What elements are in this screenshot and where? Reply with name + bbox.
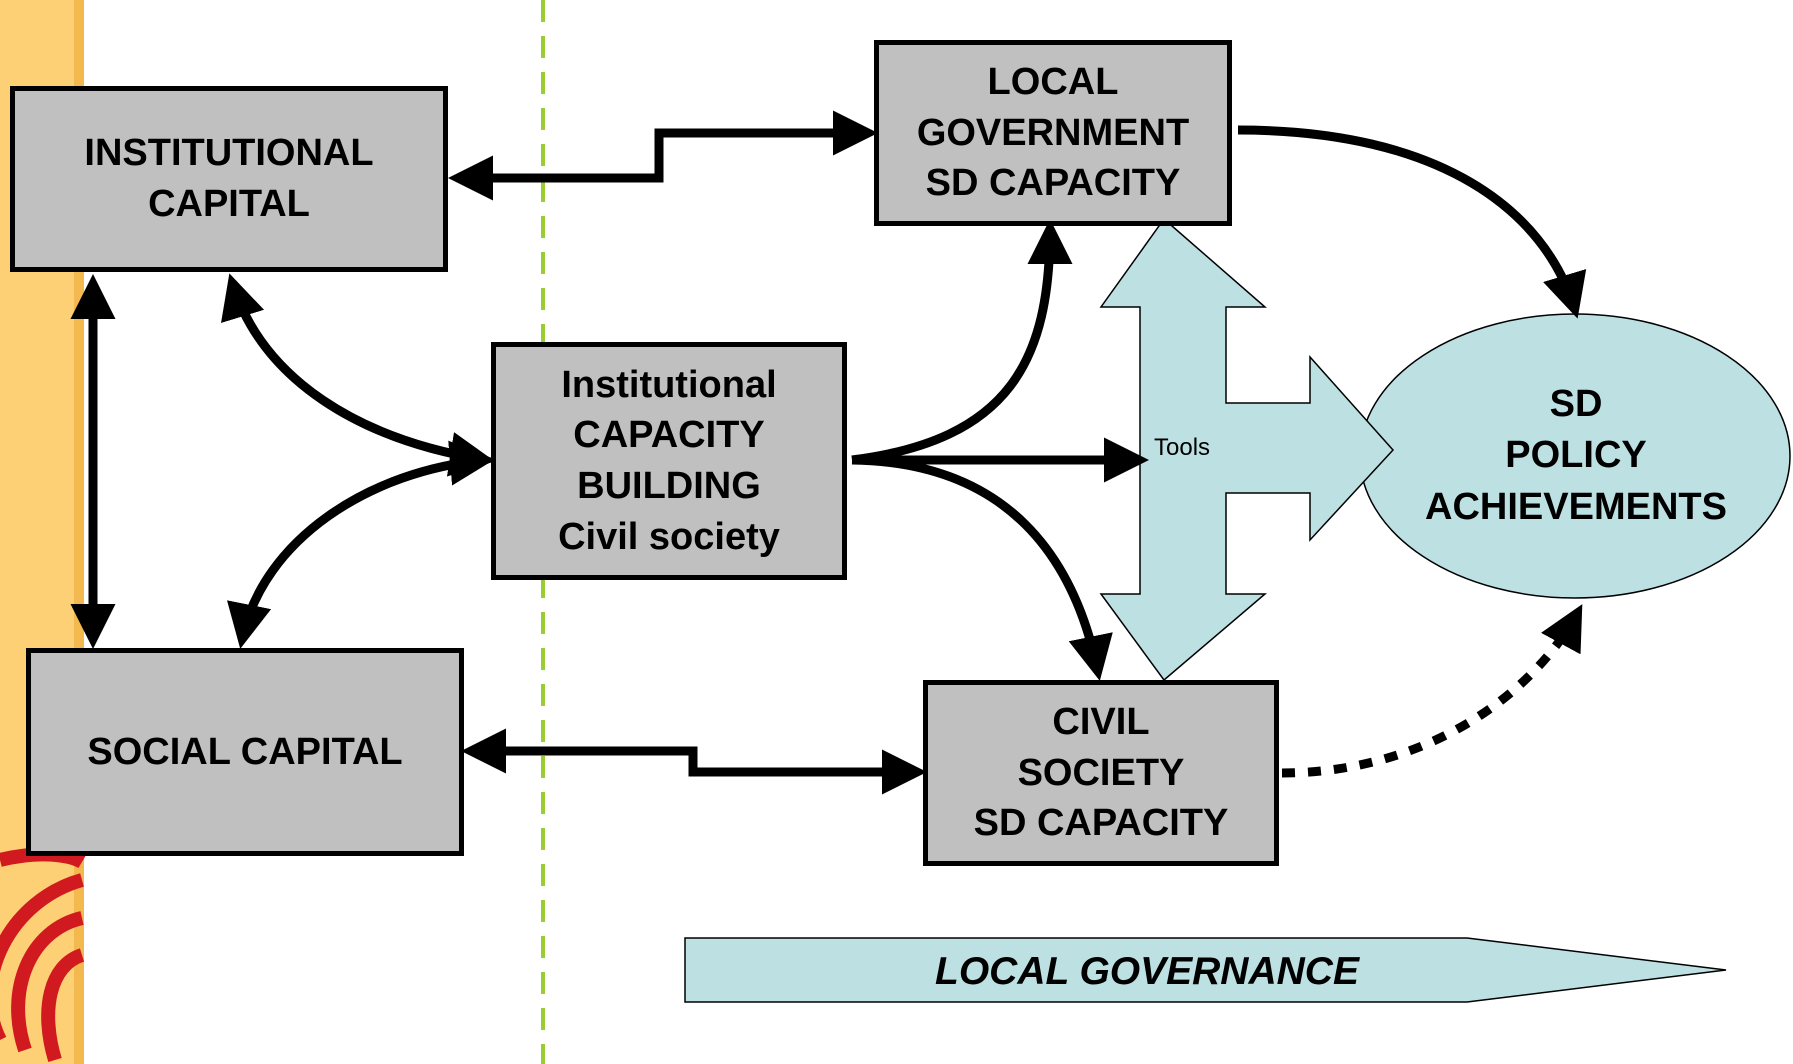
sd-policy-label: SD POLICY ACHIEVEMENTS (1366, 376, 1786, 536)
capacity-building-line-1: Institutional (561, 363, 777, 406)
civil-society-line-3: SD CAPACITY (973, 802, 1229, 845)
tools-label: Tools (1154, 434, 1211, 461)
civil-society-line-2: SOCIETY (1017, 751, 1185, 794)
tools-cross-arrow (1099, 217, 1395, 682)
local-governance-arrow (684, 937, 1727, 1003)
connector-social-civil (461, 728, 927, 795)
connector-institutional-building (221, 273, 495, 477)
social-capital-box: SOCIAL CAPITAL (26, 648, 464, 856)
social-capital-line-1: SOCIAL CAPITAL (87, 730, 403, 773)
sd-policy-line-2: POLICY (1505, 434, 1647, 477)
local-government-box: LOCAL GOVERNMENT SD CAPACITY (874, 40, 1232, 226)
capacity-building-line-3: BUILDING (577, 465, 761, 507)
local-government-line-3: SD CAPACITY (925, 162, 1181, 205)
connector-building-local (851, 219, 1073, 465)
capacity-building-line-2: CAPACITY (573, 414, 765, 457)
civil-society-box: CIVIL SOCIETY SD CAPACITY (923, 680, 1279, 866)
institutional-capital-box: INSTITUTIONAL CAPITAL (10, 86, 448, 272)
connector-civil-oval (1281, 604, 1583, 778)
local-governance-label: LOCAL GOVERNANCE (935, 950, 1359, 993)
institutional-capital-line-2: CAPITAL (148, 183, 310, 225)
sd-policy-line-3: ACHIEVEMENTS (1425, 485, 1727, 528)
connector-institutional-local (448, 110, 878, 201)
connector-social-building (227, 440, 495, 649)
connector-building-civil (851, 455, 1113, 681)
sd-policy-line-1: SD (1549, 383, 1603, 426)
capacity-building-box: Institutional CAPACITY BUILDING Civil so… (491, 342, 847, 580)
local-government-line-1: LOCAL (987, 61, 1119, 104)
local-government-line-2: GOVERNMENT (916, 111, 1190, 154)
institutional-capital-line-1: INSTITUTIONAL (84, 132, 374, 175)
civil-society-line-1: CIVIL (1052, 701, 1150, 744)
connector-local-oval (1237, 125, 1587, 319)
capacity-building-line-4: Civil society (558, 515, 780, 558)
